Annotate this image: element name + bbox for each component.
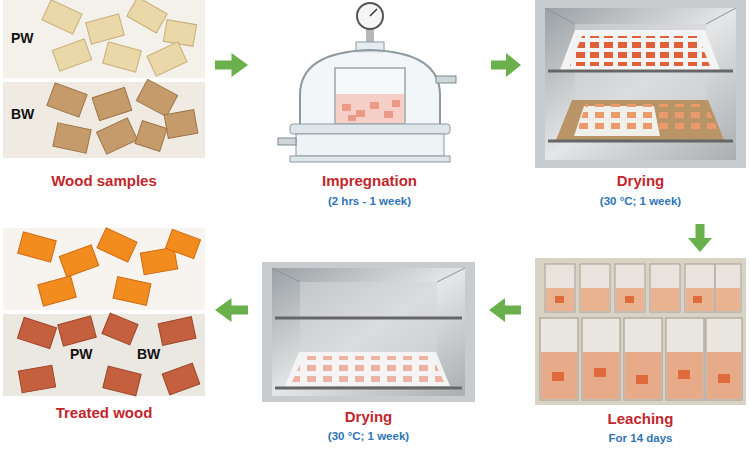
step-title: Treated wood xyxy=(0,404,209,422)
leaching-beakers xyxy=(535,258,746,405)
step-title: Wood samples xyxy=(0,172,209,190)
step-condition: (2 hrs - 1 week) xyxy=(254,195,485,209)
process-step: Drying (30 °C; 1 week) xyxy=(254,262,483,452)
step-title: Leaching xyxy=(527,410,749,428)
process-step: Impregnation (2 hrs - 1 week) xyxy=(254,0,485,218)
flow-arrow xyxy=(491,53,521,77)
treated-wood-photo xyxy=(3,228,205,396)
process-step: PW BW Wood samples xyxy=(0,0,209,200)
process-step: Drying (30 °C; 1 week) xyxy=(527,0,749,218)
sample-label: PW xyxy=(70,346,93,363)
sample-label: PW xyxy=(11,30,34,47)
flow-arrow xyxy=(688,224,712,252)
sample-label: BW xyxy=(11,106,34,123)
drying-oven xyxy=(262,262,475,402)
vacuum-desiccator xyxy=(262,0,477,165)
sample-label: BW xyxy=(137,346,160,363)
drying-oven xyxy=(535,0,746,168)
step-condition: (30 °C; 1 week) xyxy=(254,430,483,444)
step-condition: (30 °C; 1 week) xyxy=(527,195,749,209)
step-title: Impregnation xyxy=(254,172,485,190)
flow-arrow xyxy=(215,53,248,77)
step-title: Drying xyxy=(527,172,749,190)
flow-arrow xyxy=(489,298,521,322)
flow-arrow xyxy=(215,298,248,322)
process-step: LeachingFor 14 days xyxy=(527,258,749,453)
process-step: PW BW Treated wood xyxy=(0,228,209,433)
wood-samples-photo xyxy=(3,0,205,158)
step-condition: For 14 days xyxy=(527,432,749,446)
step-title: Drying xyxy=(254,408,483,426)
